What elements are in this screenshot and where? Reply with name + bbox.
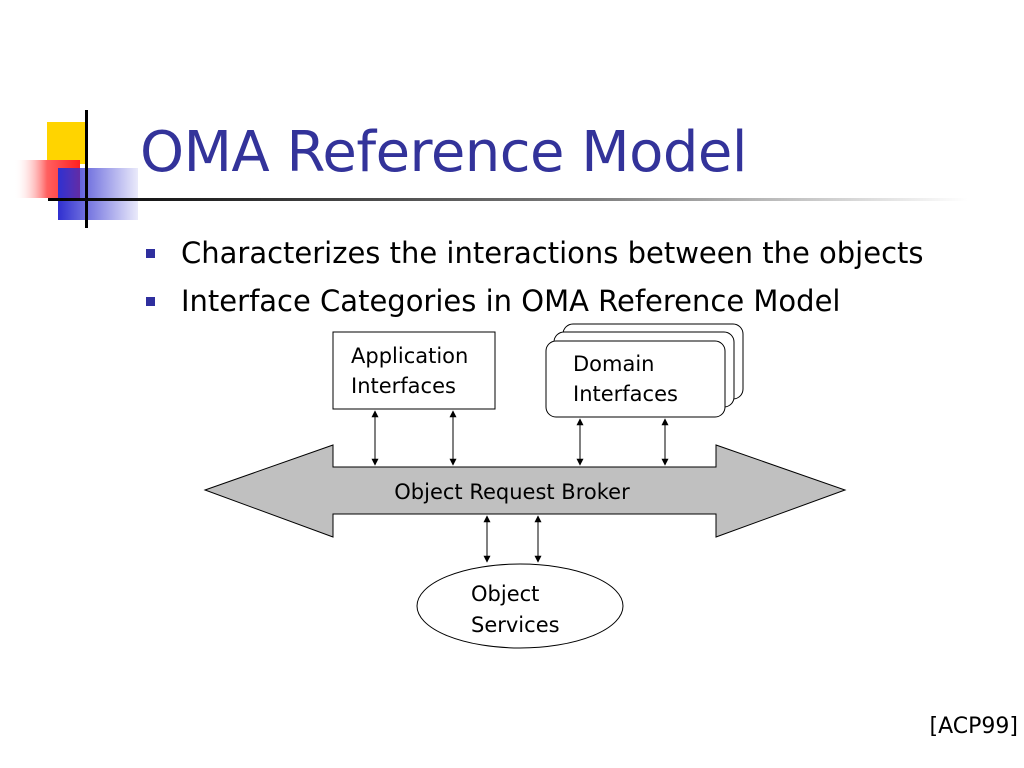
orb-label: Object Request Broker <box>394 480 630 504</box>
slide-title: OMA Reference Model <box>140 120 747 185</box>
bullet-list: Characterizes the interactions between t… <box>146 234 924 330</box>
deco-yellow-square <box>47 122 85 164</box>
application-interfaces-label-line2: Interfaces <box>351 374 456 398</box>
bullet-item: Characterizes the interactions between t… <box>146 234 924 282</box>
deco-vertical-line <box>85 110 88 228</box>
bullet-item: Interface Categories in OMA Reference Mo… <box>146 282 924 330</box>
object-services-label-line1: Object <box>471 582 539 606</box>
citation: [ACP99] <box>929 714 1018 739</box>
deco-blue-square <box>58 168 138 220</box>
title-underline <box>48 198 968 201</box>
domain-interfaces-front-box <box>545 340 726 418</box>
domain-interfaces-stack: Domain Interfaces <box>545 323 744 418</box>
bullet-text: Interface Categories in OMA Reference Mo… <box>181 284 841 318</box>
object-services-ellipse: Object Services <box>416 563 624 649</box>
domain-interfaces-label-line1: Domain <box>573 352 655 376</box>
orb-arrow-shape <box>203 444 847 538</box>
object-services-label-line2: Services <box>471 613 560 637</box>
application-interfaces-label-line1: Application <box>351 344 468 368</box>
title-decoration <box>14 110 968 228</box>
bullet-square-icon <box>146 249 155 258</box>
domain-interfaces-label-line2: Interfaces <box>573 382 678 406</box>
bullet-text: Characterizes the interactions between t… <box>181 236 924 270</box>
bullet-square-icon <box>146 297 155 306</box>
application-interfaces-box: Application Interfaces <box>332 331 496 410</box>
